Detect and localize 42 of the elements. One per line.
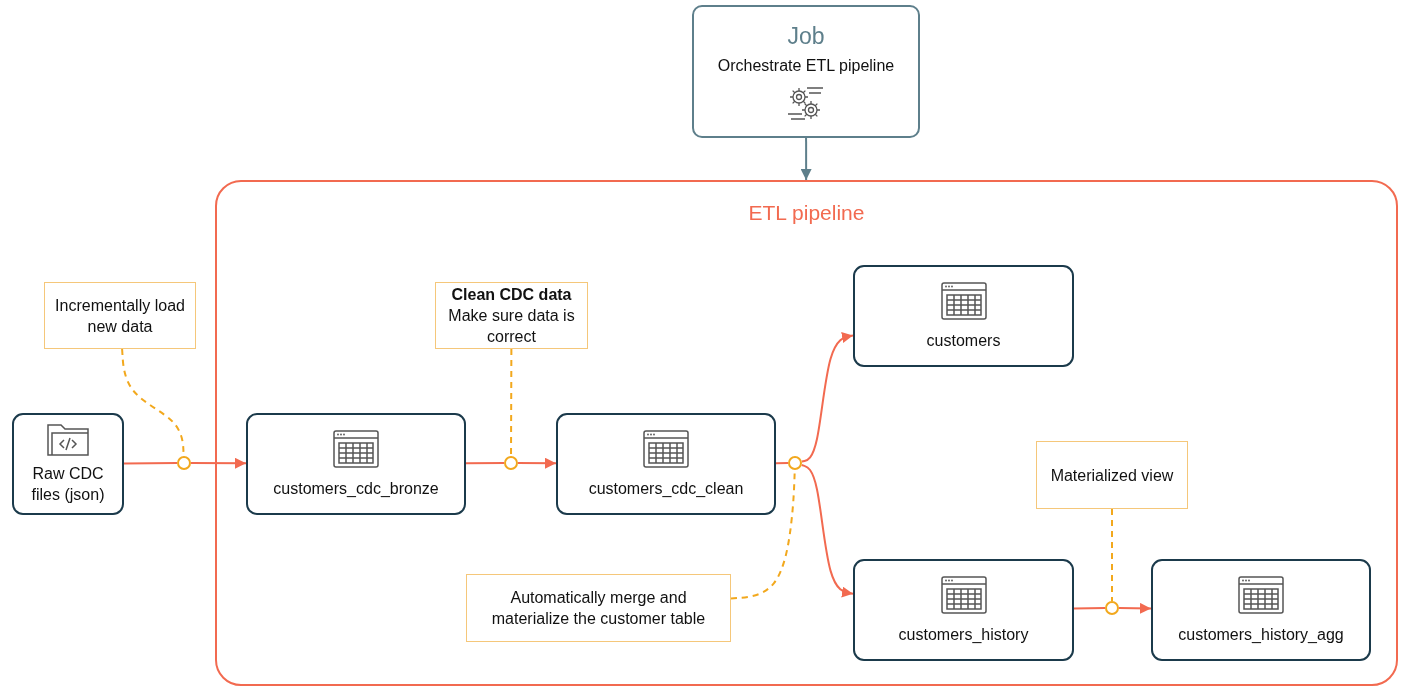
note-box [44, 282, 196, 349]
note-box [435, 282, 588, 349]
note-text: Incrementally load new data [54, 295, 186, 337]
node-label: customers [925, 330, 1002, 351]
node-label: customers_history_agg [1177, 624, 1345, 645]
connector-line [775, 462, 789, 465]
node-label: Raw CDC files (json) [30, 464, 106, 505]
job-box [692, 5, 920, 138]
arrow [1118, 602, 1152, 614]
junction-circle [788, 456, 802, 470]
leader-line [510, 348, 513, 457]
job-title: Job [786, 22, 826, 51]
pipeline-title: ETL pipeline [747, 202, 866, 223]
arrow [190, 457, 247, 469]
junction-circle [1105, 601, 1119, 615]
source-box [12, 413, 124, 515]
table-box [853, 559, 1074, 661]
table-box [246, 413, 466, 515]
connector-line [465, 462, 505, 465]
note-text: Materialized view [1050, 465, 1174, 486]
node-label: customers_cdc_bronze [272, 478, 440, 499]
table-box [556, 413, 776, 515]
node-label: customers_history [897, 624, 1030, 645]
note-box [466, 574, 731, 642]
node-label: customers_cdc_clean [587, 478, 745, 499]
table-box [853, 265, 1074, 367]
leader-line [1111, 508, 1113, 602]
junction-circle [504, 456, 518, 470]
table-box [1151, 559, 1371, 661]
arrow [800, 137, 812, 181]
arrow [800, 332, 854, 463]
note-text: Make sure data is correct [447, 306, 576, 347]
arrow [517, 457, 557, 469]
arrow [800, 464, 854, 598]
job-description: Orchestrate ETL pipeline [716, 56, 896, 76]
pipeline-container [215, 180, 1398, 686]
note-box [1036, 441, 1188, 509]
note-text: Automatically merge and materialize the customer table [490, 588, 707, 629]
connector-line [123, 462, 178, 465]
junction-circle [177, 456, 191, 470]
connector-line [1073, 607, 1106, 610]
note-heading: Clean CDC data [451, 285, 572, 305]
